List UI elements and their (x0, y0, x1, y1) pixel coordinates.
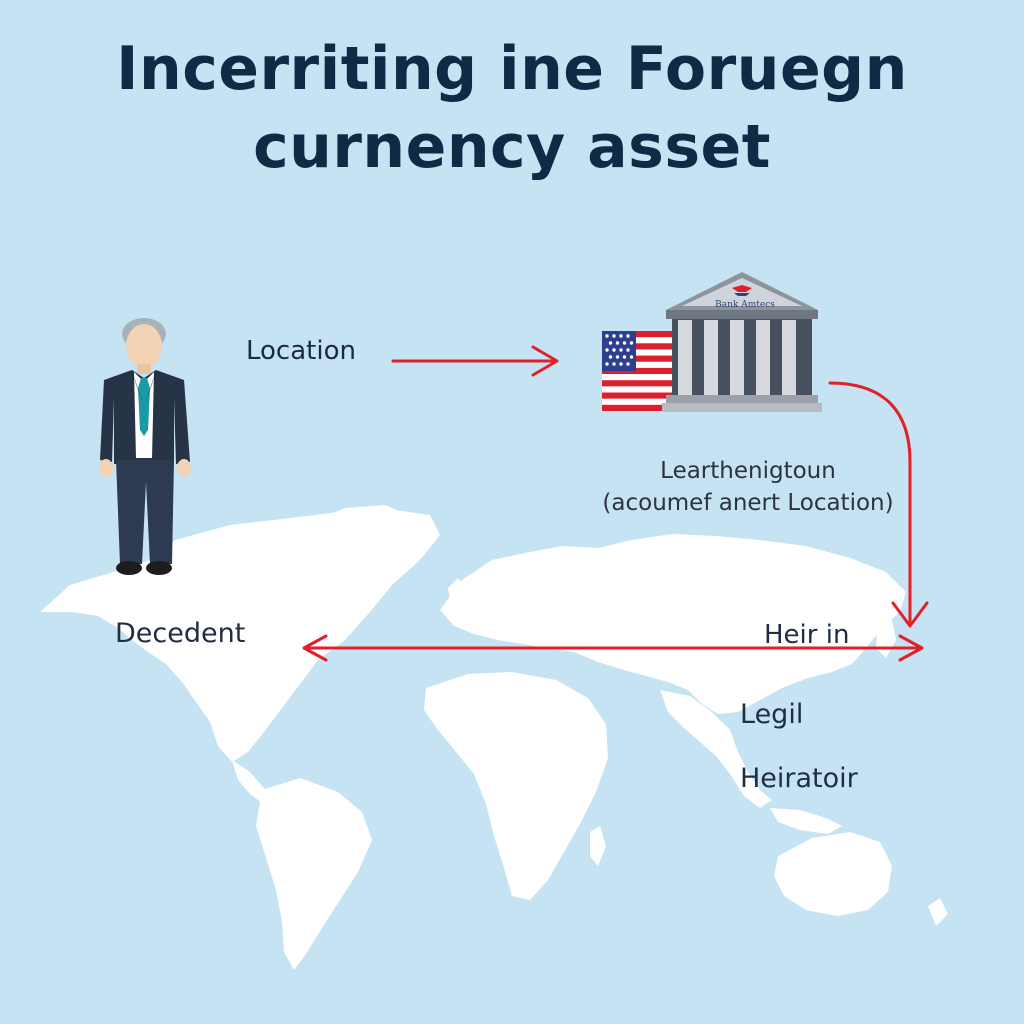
indonesia-landmass (770, 808, 842, 834)
south-america-landmass (256, 778, 372, 970)
uk-landmass (448, 578, 466, 604)
bank-sign-text: Bank Amtecs (715, 300, 775, 310)
legal-note-line-2: (acoumef anert Location) (602, 490, 894, 516)
bank-building-icon (662, 272, 822, 412)
heiratoir-label: Heiratoir (740, 763, 858, 794)
us-flag-icon (602, 331, 676, 411)
decedent-label: Decedent (115, 618, 246, 649)
title-line-1: Incerriting ine Foruegn (116, 34, 908, 104)
arrow-decedent-to-heir (302, 634, 924, 662)
arrow-location-to-bank (391, 345, 559, 377)
australia-landmass (774, 832, 892, 916)
madagascar-landmass (590, 826, 606, 866)
heir-in-label: Heir in (764, 620, 850, 650)
greenland-landmass (312, 505, 415, 572)
arrow-bank-to-heir (828, 381, 929, 628)
title-line-2: curnency asset (253, 112, 771, 182)
new-zealand-landmass (928, 898, 948, 926)
legal-note-label: Learthenigtoun (acoumef anert Location) (590, 455, 906, 519)
eurasia-landmass (440, 534, 906, 714)
businessman-icon (99, 318, 191, 575)
legal-note-line-1: Learthenigtoun (660, 458, 836, 484)
page-title: Incerriting ine Foruegn curnency asset (0, 30, 1024, 186)
legil-label: Legil (740, 699, 804, 730)
location-label: Location (246, 336, 356, 366)
africa-landmass (424, 672, 608, 900)
south-asia-landmass (660, 690, 772, 808)
